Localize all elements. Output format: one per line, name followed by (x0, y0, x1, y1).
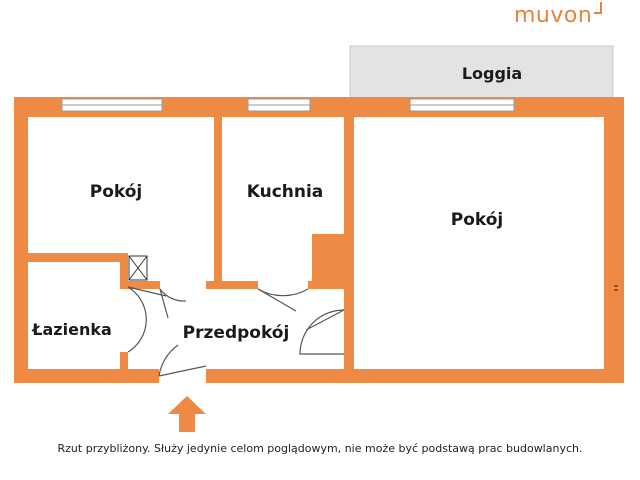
door-bathroom (127, 286, 167, 353)
door-entrance (158, 344, 207, 377)
room-label-lazienka: Łazienka (31, 320, 112, 339)
room-label-pokoj-right: Pokój (451, 210, 504, 230)
brand-logo-text: muvon (514, 3, 593, 28)
room-label-przedpokoj: Przedpokój (183, 323, 290, 343)
door-room-left (159, 288, 187, 319)
brand-logo: muvon (514, 2, 603, 28)
brand-logo-mark-icon (594, 2, 603, 14)
windows (61, 98, 515, 112)
entrance-arrow-icon (168, 396, 206, 432)
interior-walls (28, 117, 354, 369)
door-room-right (299, 309, 345, 355)
doors (127, 286, 345, 377)
door-kitchen (257, 288, 309, 312)
ventilation-shaft-icon (128, 255, 148, 281)
disclaimer-text: Rzut przybliżony. Służy jedynie celom po… (57, 442, 583, 455)
loggia-area (349, 45, 614, 99)
room-label-kuchnia: Kuchnia (247, 182, 324, 202)
room-label-loggia: Loggia (462, 64, 522, 83)
wall-marks (614, 285, 618, 291)
room-label-pokoj-left: Pokój (90, 182, 143, 202)
